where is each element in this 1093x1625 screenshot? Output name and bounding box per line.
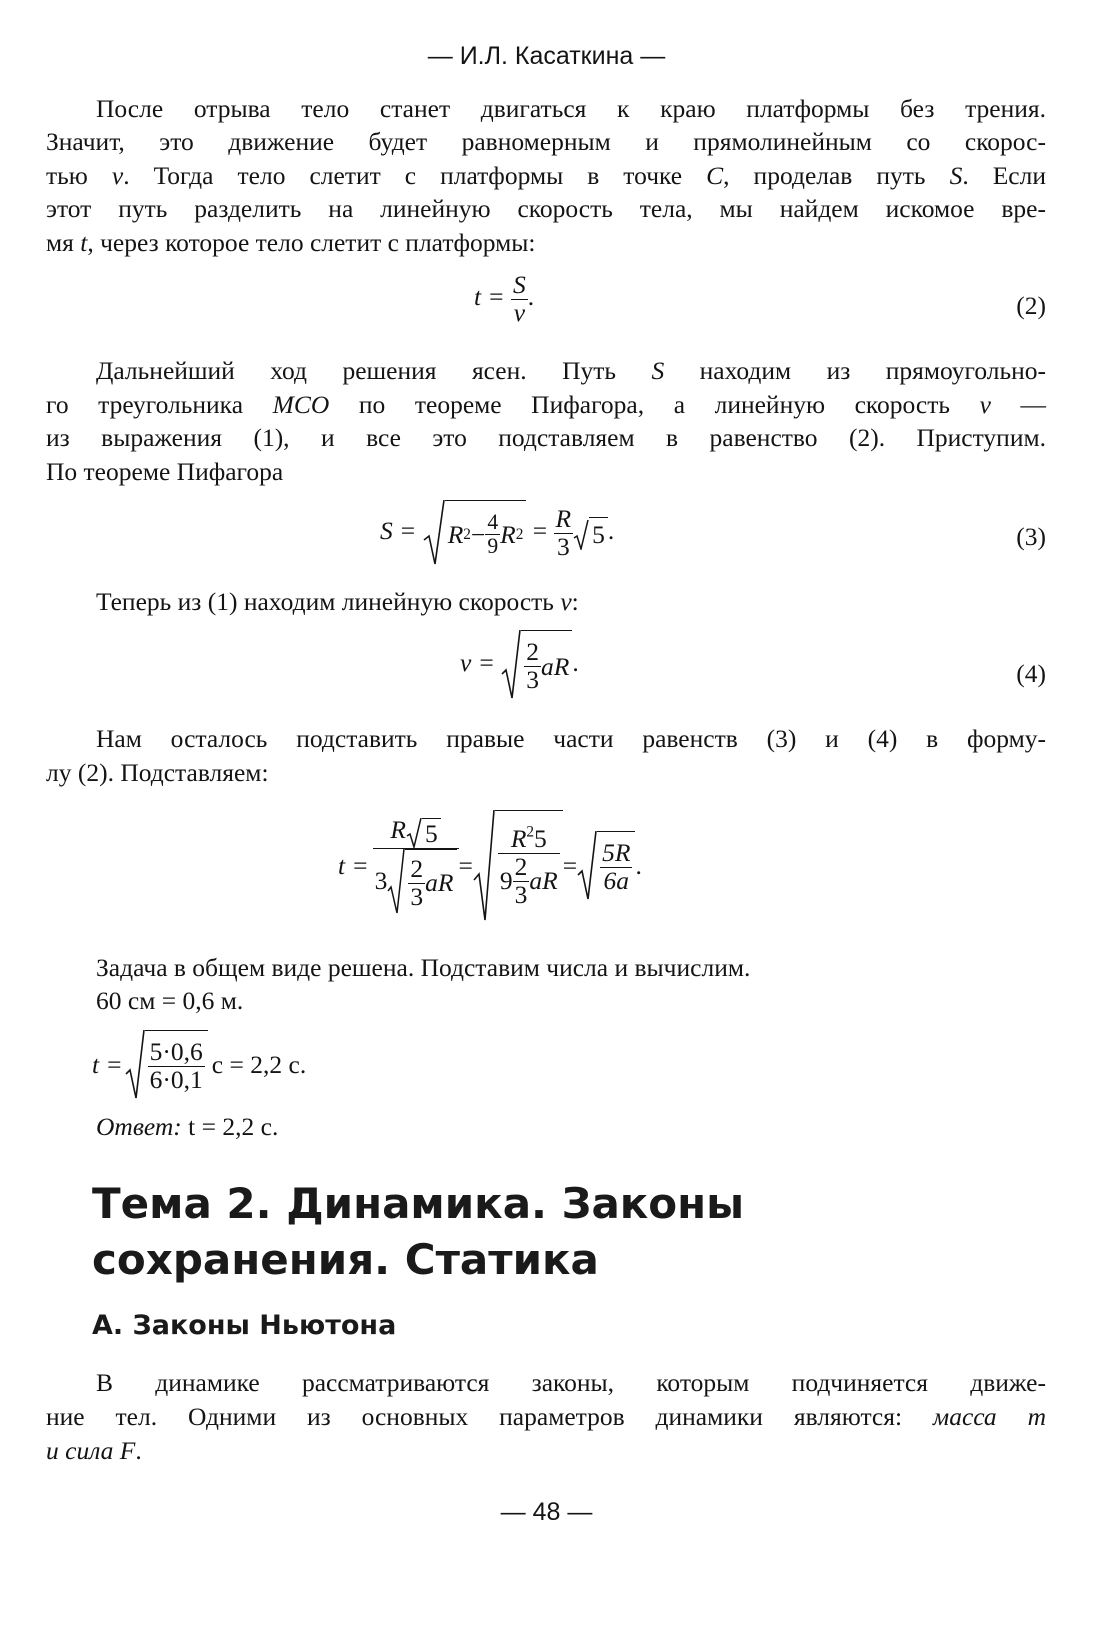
paragraph-5-line-1: Задача в общем виде решена. Подставим чи…: [96, 953, 751, 982]
paragraph-4-line-1: Нам осталось подставить правые части рав…: [96, 724, 1046, 753]
paragraph-1-line-4: этот путь разделить на линейную скорость…: [46, 194, 1046, 223]
equation-4-number: (4): [1016, 659, 1046, 688]
paragraph-4-line-2: лу (2). Подставляем:: [46, 758, 269, 787]
radical-5: 5: [573, 516, 608, 550]
running-head: — И.Л. Касаткина —: [427, 42, 666, 70]
paragraph-1-line-5: мя t, через которое тело слетит с платфо…: [46, 228, 536, 257]
topic-heading: Тема 2. Динамика. Законы сохранения. Ста…: [92, 1179, 745, 1284]
equation-2-number: (2): [1016, 291, 1046, 320]
section-heading: А. Законы Ньютона: [92, 1310, 397, 1341]
paragraph-1-line-2: Значит, это движение будет равномерным и…: [46, 127, 1046, 156]
page-number: — 48 —: [500, 1498, 593, 1526]
equation-3-number: (3): [1016, 522, 1046, 551]
answer-line: Ответ: t = 2,2 с.: [96, 1112, 279, 1141]
paragraph-6-line-1: В динамике рассматриваются законы, котор…: [96, 1368, 1046, 1397]
paragraph-1: После отрыва тело станет двигаться к кра…: [46, 92, 1046, 126]
paragraph-2-line-1: Дальнейший ход решения ясен. Путь S нахо…: [96, 356, 1046, 385]
paragraph-1-line-3: тью v. Тогда тело слетит с платформы в т…: [46, 161, 1046, 190]
paragraph-6-line-3: и сила F.: [46, 1436, 142, 1465]
paragraph-1-line-1: После отрыва тело станет двигаться к кра…: [96, 94, 1046, 123]
paragraph-2-line-3: из выражения (1), и все это подставляем …: [46, 423, 1046, 452]
paragraph-6-line-2: ние тел. Одними из основных параметров д…: [46, 1402, 1046, 1431]
paragraph-5-line-2: 60 см = 0,6 м.: [96, 986, 244, 1015]
paragraph-2-line-4: По теореме Пифагора: [46, 457, 284, 486]
paragraph-3: Теперь из (1) находим линейную скорость …: [96, 587, 579, 616]
paragraph-2-line-2: го треугольника MCO по теореме Пифагора,…: [46, 390, 1047, 419]
